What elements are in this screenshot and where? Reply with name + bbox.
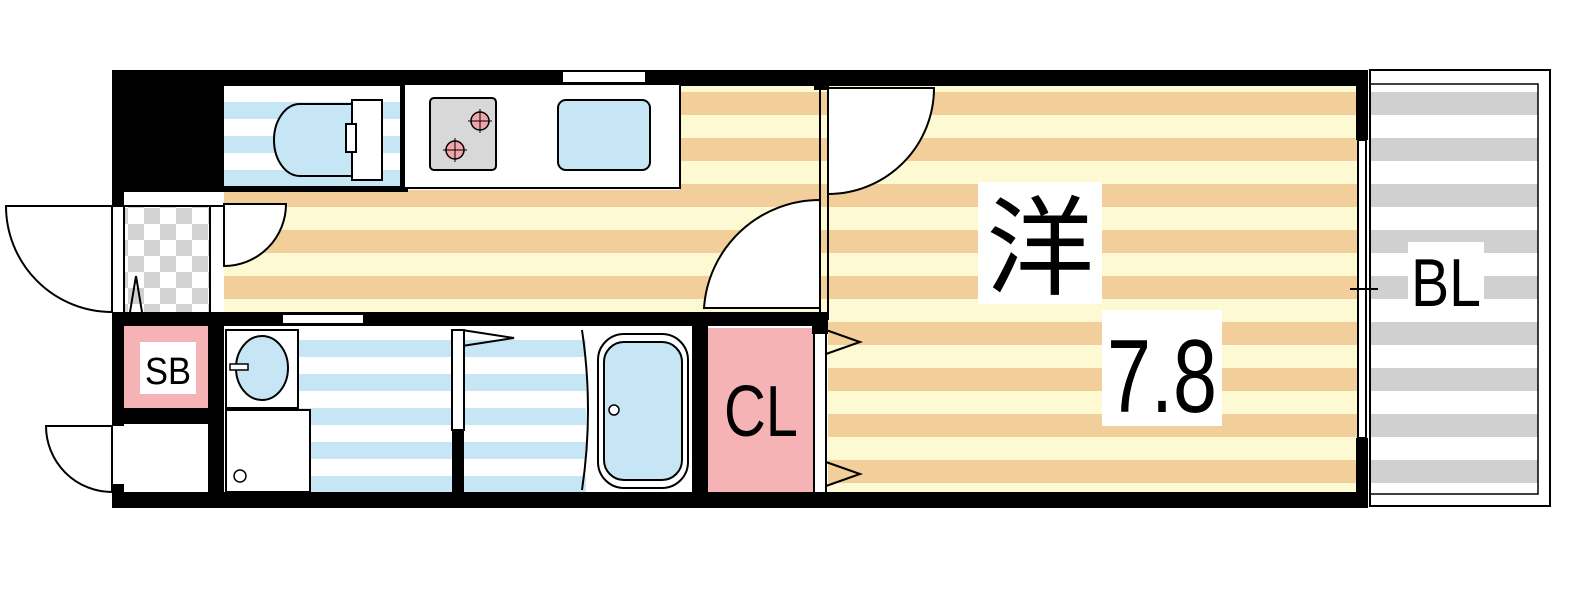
bathroom-floor <box>462 326 586 492</box>
wall-right-lower <box>1356 438 1368 508</box>
bathtub-icon <box>581 326 692 492</box>
wall-toilet-bottom <box>224 186 408 192</box>
wall-top <box>112 70 1368 86</box>
kitchen-room-door[interactable] <box>827 87 936 196</box>
pipe-shaft <box>112 70 224 192</box>
wall-left-lower <box>112 316 124 426</box>
kitchen-sink-icon <box>557 99 651 171</box>
entrance-floor <box>124 206 210 314</box>
washbasin-icon <box>225 329 299 409</box>
shoe-box-label-group: SB <box>140 342 196 394</box>
hall-room-door[interactable] <box>702 198 821 309</box>
wall-closet-room <box>812 318 828 334</box>
entrance-shoe-door[interactable] <box>129 275 143 313</box>
wall-left-bottom <box>112 484 124 508</box>
wall-shoe-mid <box>112 408 224 424</box>
wall-bath-closet <box>692 318 708 508</box>
wall-bottom <box>112 492 1368 508</box>
toilet-door[interactable] <box>223 203 288 268</box>
bath-door-frame <box>451 329 465 431</box>
washing-machine-icon <box>225 409 311 493</box>
closet-floor <box>708 328 814 492</box>
closet-label: CL <box>724 372 798 452</box>
stove-icon <box>429 97 497 171</box>
western-room-label: 洋 <box>986 187 1094 312</box>
closet-door-lower[interactable] <box>825 461 864 487</box>
storage-floor <box>124 424 210 492</box>
wall-right <box>1356 70 1368 140</box>
bath-door-upper[interactable] <box>461 329 515 347</box>
western-room-size-group: 7.8 <box>1102 310 1222 435</box>
storage-door[interactable] <box>44 425 113 494</box>
kitchen-floor <box>680 84 828 194</box>
top-window-gap <box>561 70 647 84</box>
wall-wash-bath <box>452 430 464 502</box>
balcony-label: BL <box>1411 245 1481 321</box>
entrance-door[interactable] <box>4 205 113 314</box>
western-room-size: 7.8 <box>1107 319 1217 435</box>
closet-door-upper[interactable] <box>825 329 864 355</box>
hall-door-gap <box>281 313 365 325</box>
balcony-label-group: BL <box>1408 242 1484 321</box>
western-room-label-group: 洋 <box>978 182 1102 312</box>
wall-left-entrance <box>112 192 124 206</box>
shoe-box-label: SB <box>145 351 191 393</box>
toilet-icon <box>273 99 383 181</box>
